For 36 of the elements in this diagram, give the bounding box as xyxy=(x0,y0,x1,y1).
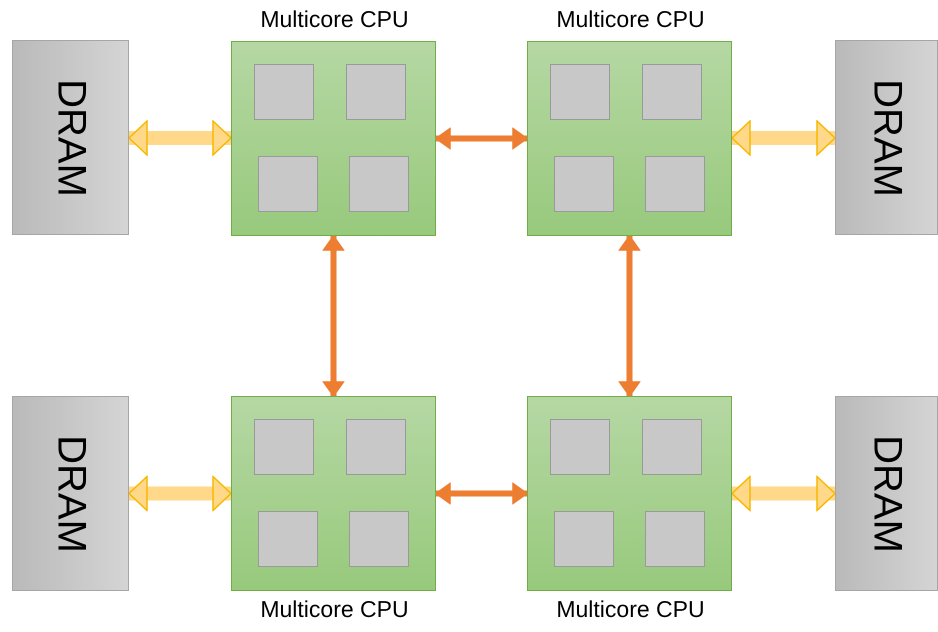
core-box xyxy=(258,511,318,567)
processor-heading: Multicore CPU xyxy=(555,596,706,623)
memory-label: DRAM xyxy=(864,78,909,196)
double-arrow xyxy=(435,128,528,150)
core-box xyxy=(550,64,610,120)
memory-box xyxy=(835,396,938,591)
core-box xyxy=(642,419,702,475)
core-box xyxy=(258,156,318,212)
double-arrow xyxy=(128,120,232,156)
memory-box xyxy=(12,396,129,591)
memory-box xyxy=(835,40,938,235)
processor-heading: Multicore CPU xyxy=(555,6,706,33)
memory-label: DRAM xyxy=(864,434,909,552)
memory-box xyxy=(12,40,129,235)
core-box xyxy=(254,64,314,120)
double-arrow xyxy=(128,476,232,512)
double-arrow xyxy=(731,120,836,156)
double-arrow xyxy=(322,235,344,397)
memory-label: DRAM xyxy=(48,78,93,196)
core-box xyxy=(554,511,614,567)
core-box xyxy=(550,419,610,475)
core-box xyxy=(554,156,614,212)
double-arrow xyxy=(731,476,836,512)
double-arrow xyxy=(435,482,528,504)
core-box xyxy=(346,419,406,475)
core-box xyxy=(254,419,314,475)
memory-label: DRAM xyxy=(48,434,93,552)
core-box xyxy=(642,64,702,120)
core-box xyxy=(645,156,705,212)
processor-heading: Multicore CPU xyxy=(259,6,410,33)
core-box xyxy=(349,156,409,212)
core-box xyxy=(349,511,409,567)
core-box xyxy=(645,511,705,567)
processor-heading: Multicore CPU xyxy=(259,596,410,623)
double-arrow xyxy=(618,235,640,397)
core-box xyxy=(346,64,406,120)
